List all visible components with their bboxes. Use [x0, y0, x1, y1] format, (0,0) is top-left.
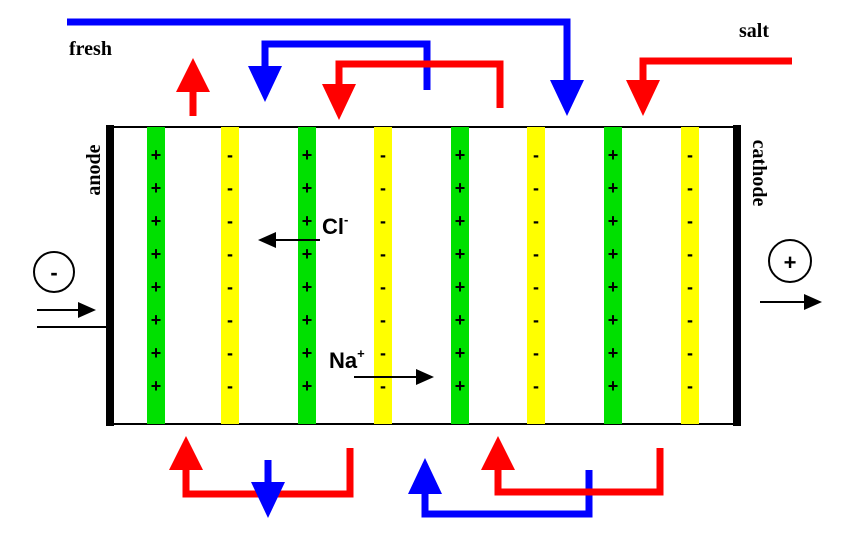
- fixed-negative-charge: -: [227, 310, 233, 330]
- svg-text:Cl-: Cl-: [322, 212, 348, 239]
- anode-label: anode: [83, 144, 105, 195]
- fixed-positive-charge: +: [455, 145, 466, 165]
- fixed-negative-charge: -: [380, 244, 386, 264]
- fresh-inlet-pipe: [67, 18, 584, 116]
- fixed-positive-charge: +: [455, 244, 466, 264]
- fixed-positive-charge: +: [302, 310, 313, 330]
- cation-exchange-membrane: + + + + + + + +: [451, 127, 469, 424]
- fixed-negative-charge: -: [227, 145, 233, 165]
- chloride-ion-label: Cl-: [322, 212, 348, 239]
- fixed-positive-charge: +: [608, 244, 619, 264]
- fixed-positive-charge: +: [302, 244, 313, 264]
- fixed-negative-charge: -: [227, 277, 233, 297]
- fixed-negative-charge: -: [687, 145, 693, 165]
- fixed-negative-charge: -: [687, 376, 693, 396]
- salt-transfer-pipe-bottom-right: [481, 436, 664, 496]
- fixed-positive-charge: +: [455, 376, 466, 396]
- fixed-positive-charge: +: [608, 310, 619, 330]
- fixed-negative-charge: -: [687, 211, 693, 231]
- fixed-positive-charge: +: [608, 178, 619, 198]
- svg-text:+: +: [784, 250, 797, 275]
- fixed-negative-charge: -: [533, 343, 539, 363]
- fixed-positive-charge: +: [151, 178, 162, 198]
- sodium-ion-label: Na+: [329, 346, 365, 373]
- fixed-positive-charge: +: [151, 145, 162, 165]
- cation-exchange-membrane: + + + + + + + +: [147, 127, 165, 424]
- fixed-negative-charge: -: [687, 343, 693, 363]
- fixed-positive-charge: +: [455, 211, 466, 231]
- fixed-negative-charge: -: [380, 277, 386, 297]
- fixed-negative-charge: -: [533, 244, 539, 264]
- cathode-current-arrow: [760, 294, 822, 310]
- anode-current-arrow: [37, 302, 106, 328]
- cation-exchange-membrane: + + + + + + + +: [298, 127, 316, 424]
- salt-transfer-pipe-top: [322, 60, 504, 120]
- fixed-positive-charge: +: [302, 145, 313, 165]
- anode-electrode: [106, 125, 114, 426]
- salt-outlet-arrow: [176, 58, 210, 116]
- fixed-positive-charge: +: [302, 211, 313, 231]
- cathode-terminal: +: [768, 239, 812, 283]
- fresh-outlet-arrow: [251, 460, 285, 518]
- cathode-label: cathode: [748, 140, 770, 207]
- membrane-stack: ++++++++--------++++++++--------++++++++…: [147, 127, 699, 424]
- fixed-positive-charge: +: [151, 277, 162, 297]
- fixed-negative-charge: -: [380, 145, 386, 165]
- fixed-negative-charge: -: [687, 310, 693, 330]
- fixed-positive-charge: +: [151, 244, 162, 264]
- chloride-migration-arrow: [258, 232, 320, 248]
- anode-terminal: -: [33, 251, 75, 293]
- fixed-positive-charge: +: [302, 178, 313, 198]
- fixed-negative-charge: -: [380, 211, 386, 231]
- fixed-positive-charge: +: [302, 376, 313, 396]
- fixed-negative-charge: -: [533, 178, 539, 198]
- fixed-positive-charge: +: [302, 343, 313, 363]
- fixed-positive-charge: +: [151, 376, 162, 396]
- anion-exchange-membrane: - - - - - - - -: [681, 127, 699, 424]
- fixed-negative-charge: -: [533, 310, 539, 330]
- fixed-positive-charge: +: [455, 277, 466, 297]
- fixed-negative-charge: -: [227, 244, 233, 264]
- fixed-negative-charge: -: [380, 178, 386, 198]
- fixed-positive-charge: +: [455, 310, 466, 330]
- anion-exchange-membrane: - - - - - - - -: [374, 127, 392, 424]
- fixed-positive-charge: +: [151, 310, 162, 330]
- cation-exchange-membrane: + + + + + + + +: [604, 127, 622, 424]
- fixed-negative-charge: -: [227, 178, 233, 198]
- fixed-negative-charge: -: [380, 376, 386, 396]
- fixed-negative-charge: -: [380, 310, 386, 330]
- fixed-positive-charge: +: [608, 343, 619, 363]
- fixed-positive-charge: +: [302, 277, 313, 297]
- fixed-negative-charge: -: [533, 277, 539, 297]
- fixed-negative-charge: -: [380, 343, 386, 363]
- cathode-electrode: [733, 125, 741, 426]
- fixed-positive-charge: +: [455, 343, 466, 363]
- fixed-negative-charge: -: [533, 211, 539, 231]
- fixed-negative-charge: -: [227, 343, 233, 363]
- sodium-migration-arrow: [354, 369, 434, 385]
- fresh-label: fresh: [69, 38, 112, 60]
- fixed-negative-charge: -: [227, 211, 233, 231]
- salt-inlet-pipe: [626, 57, 792, 116]
- fixed-positive-charge: +: [608, 376, 619, 396]
- salt-label: salt: [739, 20, 769, 42]
- fixed-positive-charge: +: [151, 211, 162, 231]
- fixed-negative-charge: -: [227, 376, 233, 396]
- svg-text:Na+: Na+: [329, 346, 365, 373]
- fixed-positive-charge: +: [151, 343, 162, 363]
- fixed-positive-charge: +: [608, 145, 619, 165]
- fixed-negative-charge: -: [533, 376, 539, 396]
- fixed-positive-charge: +: [455, 178, 466, 198]
- fixed-negative-charge: -: [687, 244, 693, 264]
- anion-exchange-membrane: - - - - - - - -: [527, 127, 545, 424]
- fixed-positive-charge: +: [608, 277, 619, 297]
- fixed-negative-charge: -: [687, 178, 693, 198]
- fixed-negative-charge: -: [687, 277, 693, 297]
- fixed-negative-charge: -: [533, 145, 539, 165]
- svg-text:-: -: [50, 260, 57, 285]
- fixed-positive-charge: +: [608, 211, 619, 231]
- anion-exchange-membrane: - - - - - - - -: [221, 127, 239, 424]
